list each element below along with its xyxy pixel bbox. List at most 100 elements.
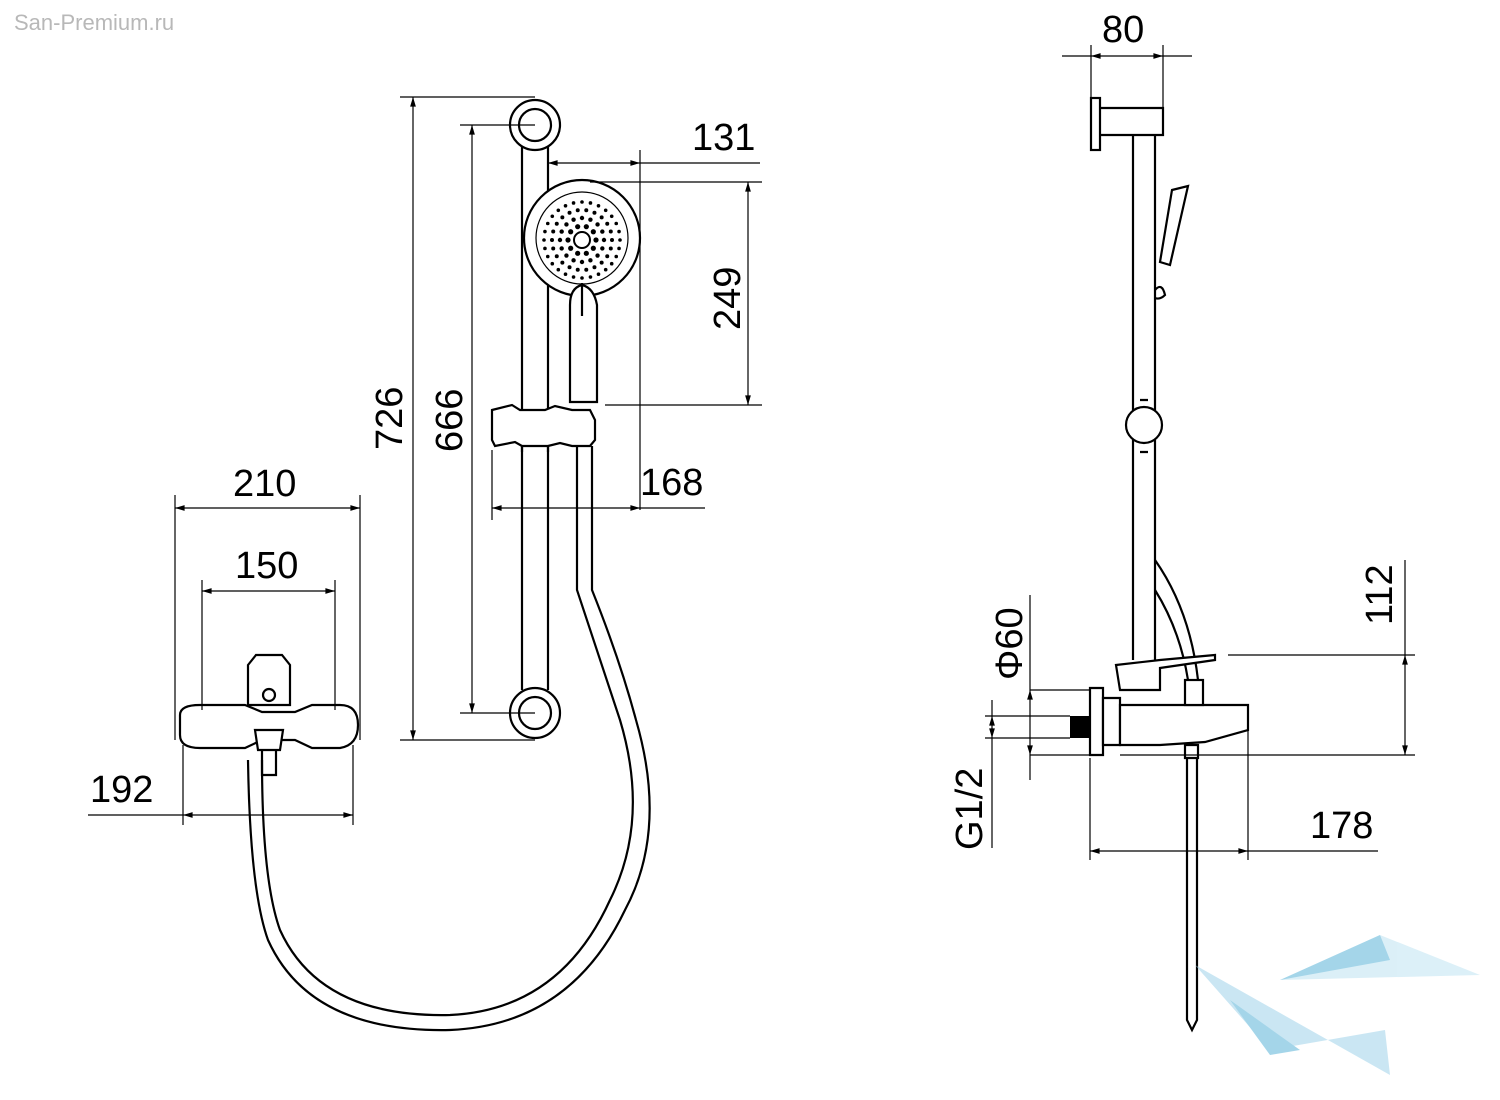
nozzle-dot — [592, 265, 597, 270]
nozzle-dot — [588, 201, 593, 205]
nozzle-dot — [568, 229, 574, 235]
dim-mixer-centers: 150 — [201, 545, 336, 710]
nozzle-dot — [550, 238, 554, 242]
nozzle-dot — [542, 238, 546, 242]
nozzle-dot — [588, 217, 593, 222]
dim-spout-projection: 178 — [1089, 730, 1378, 860]
nozzle-dot — [609, 214, 614, 219]
dim-label-666: 666 — [429, 389, 471, 452]
nozzle-dot — [567, 210, 572, 215]
nozzle-dot — [580, 200, 584, 204]
nozzle-dot — [617, 229, 621, 234]
dim-head-projection: 131 — [547, 117, 760, 510]
nozzle-dot — [557, 237, 563, 243]
nozzle-dot — [551, 229, 556, 234]
nozzle-dot — [596, 272, 601, 277]
nozzle-dot — [563, 203, 568, 208]
nozzle-dot — [575, 224, 581, 230]
nozzle-dot — [584, 208, 589, 213]
nozzle-dot — [588, 258, 593, 263]
shower-hose — [246, 446, 651, 1032]
nozzle-dot — [590, 229, 596, 235]
dim-bracket-depth: 80 — [1062, 9, 1192, 108]
nozzle-dot — [610, 238, 614, 242]
dim-bar-height: 666 — [429, 124, 535, 714]
nozzle-dot — [614, 254, 619, 259]
nozzle-dot — [550, 214, 555, 219]
nozzle-dot — [559, 229, 564, 234]
nozzle-dot — [599, 260, 604, 265]
nozzle-dot — [605, 254, 610, 259]
dim-flange-diameter: Φ60 — [989, 595, 1090, 780]
side-mixer — [1070, 653, 1250, 1033]
nozzle-dot — [584, 267, 589, 272]
nozzle-dot — [560, 260, 565, 265]
nozzle-dot — [559, 246, 564, 251]
nozzle-dot — [588, 275, 593, 279]
side-shower-head — [1154, 184, 1190, 300]
nozzle-dot — [595, 253, 600, 258]
nozzle-dot — [554, 221, 559, 226]
dim-label-249: 249 — [707, 267, 749, 330]
nozzle-dot — [595, 222, 600, 227]
dim-label-g12: G1/2 — [949, 768, 991, 850]
side-view: 80 112 Φ60 G1/2 178 — [949, 9, 1415, 1033]
dim-mixer-width: 210 — [174, 463, 361, 740]
nozzle-dot — [545, 254, 550, 259]
brand-logo — [1195, 935, 1480, 1075]
nozzle-dot — [545, 221, 550, 226]
dim-overall-height: 726 — [369, 96, 535, 741]
dim-label-168: 168 — [640, 462, 703, 504]
nozzle-dot — [550, 261, 555, 266]
nozzle-dot — [579, 259, 585, 265]
nozzle-dot — [567, 265, 572, 270]
nozzle-dot — [556, 267, 561, 272]
nozzle-dot — [563, 272, 568, 277]
nozzle-dot — [605, 221, 610, 226]
dim-label-phi60: Φ60 — [989, 607, 1031, 680]
dim-label-178: 178 — [1310, 805, 1373, 847]
nozzle-dot — [592, 210, 597, 215]
nozzle-dot — [600, 229, 605, 234]
watermark-text: San-Premium.ru — [14, 10, 175, 35]
dim-holder-projection: 168 — [491, 450, 705, 520]
dim-label-112: 112 — [1359, 564, 1401, 625]
nozzle-dot — [571, 275, 576, 279]
nozzle-dot — [599, 215, 604, 220]
slide-holder — [490, 403, 597, 452]
nozzle-dot — [603, 267, 608, 272]
nozzle-dot — [571, 217, 576, 222]
nozzle-dot — [608, 229, 613, 234]
nozzle-dot — [583, 250, 589, 256]
nozzle-dot — [575, 267, 580, 272]
nozzle-dot — [551, 246, 556, 251]
dim-label-726: 726 — [369, 387, 411, 450]
hand-shower — [522, 178, 642, 404]
bath-mixer — [178, 653, 360, 777]
nozzle-dot — [571, 201, 576, 205]
nozzle-dot — [564, 253, 569, 258]
dim-label-150: 150 — [235, 545, 298, 587]
nozzle-dot — [543, 246, 547, 251]
nozzle-dot — [600, 246, 605, 251]
nozzle-dot — [617, 246, 621, 251]
dim-head-height: 249 — [590, 181, 762, 406]
nozzle-dot — [571, 258, 576, 263]
nozzle-dot — [590, 245, 596, 251]
nozzle-dot — [565, 237, 571, 243]
nozzle-dot — [543, 229, 547, 234]
dim-mixer-base: 192 — [88, 745, 354, 825]
nozzle-dot — [596, 203, 601, 208]
nozzle-dot — [614, 221, 619, 226]
nozzle-dot — [554, 254, 559, 259]
nozzle-dot — [580, 276, 584, 280]
nozzle-dot — [609, 261, 614, 266]
nozzle-dot — [575, 208, 580, 213]
nozzle-dot — [560, 215, 565, 220]
nozzle-dot — [575, 250, 581, 256]
nozzle-dot — [601, 237, 607, 243]
front-view: 726 666 131 249 168 — [88, 96, 762, 1032]
dim-connection-thread: G1/2 — [949, 700, 1070, 850]
nozzle-dot — [568, 245, 574, 251]
